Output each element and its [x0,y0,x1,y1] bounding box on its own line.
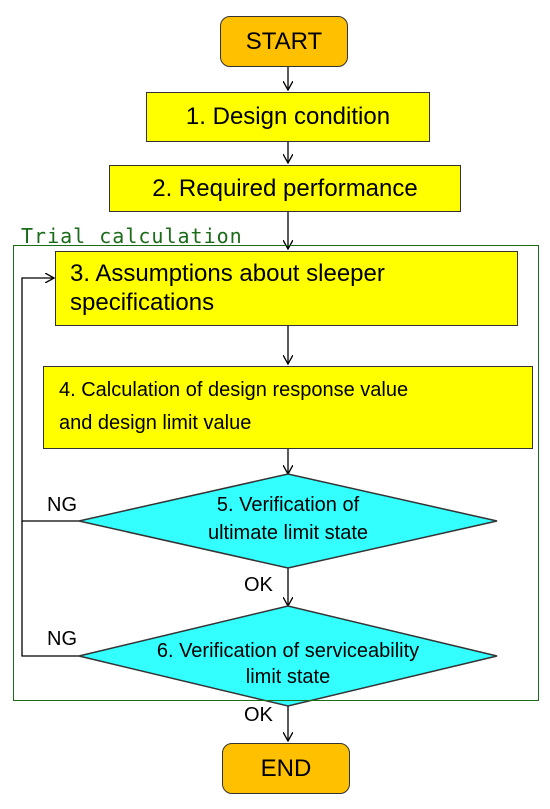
step-4-label-line2: and design limit value [59,412,252,434]
step-1-design-condition: 1. Design condition [146,92,430,142]
ng-label-5: NG [47,494,77,516]
decision-5-label-line1: 5. Verification of [216,494,360,516]
decision-6-label-line2: limit state [245,666,331,688]
decision-5-label-line2: ultimate limit state [207,522,369,544]
ok-label-6: OK [244,704,273,726]
step-4-calculation: 4. Calculation of design response value … [43,366,533,449]
start-label: START [245,27,323,55]
step-2-required-performance: 2. Required performance [109,165,461,212]
trial-calculation-frame [13,245,539,701]
ng-label-6: NG [47,628,77,650]
step-2-label: 2. Required performance [152,174,418,202]
trial-calculation-label: Trial calculation [21,224,243,248]
step-3-label-line1: 3. Assumptions about sleeper [70,260,385,287]
start-terminal: START [220,16,348,67]
ok-label-5: OK [244,574,273,596]
end-label: END [260,754,312,782]
step-3-assumptions: 3. Assumptions about sleeper specificati… [55,251,518,326]
step-1-label: 1. Design condition [185,103,391,130]
loop-ng-6 [21,521,79,657]
step-3-label-line2: specifications [70,289,215,316]
end-terminal: END [222,743,350,794]
loop-ng-5 [21,278,79,522]
decision-6-label-line1: 6. Verification of serviceability [156,640,420,662]
step-4-label-line1: 4. Calculation of design response value [59,379,409,401]
decision-6-shape [78,605,498,707]
decision-5-shape [78,473,498,569]
